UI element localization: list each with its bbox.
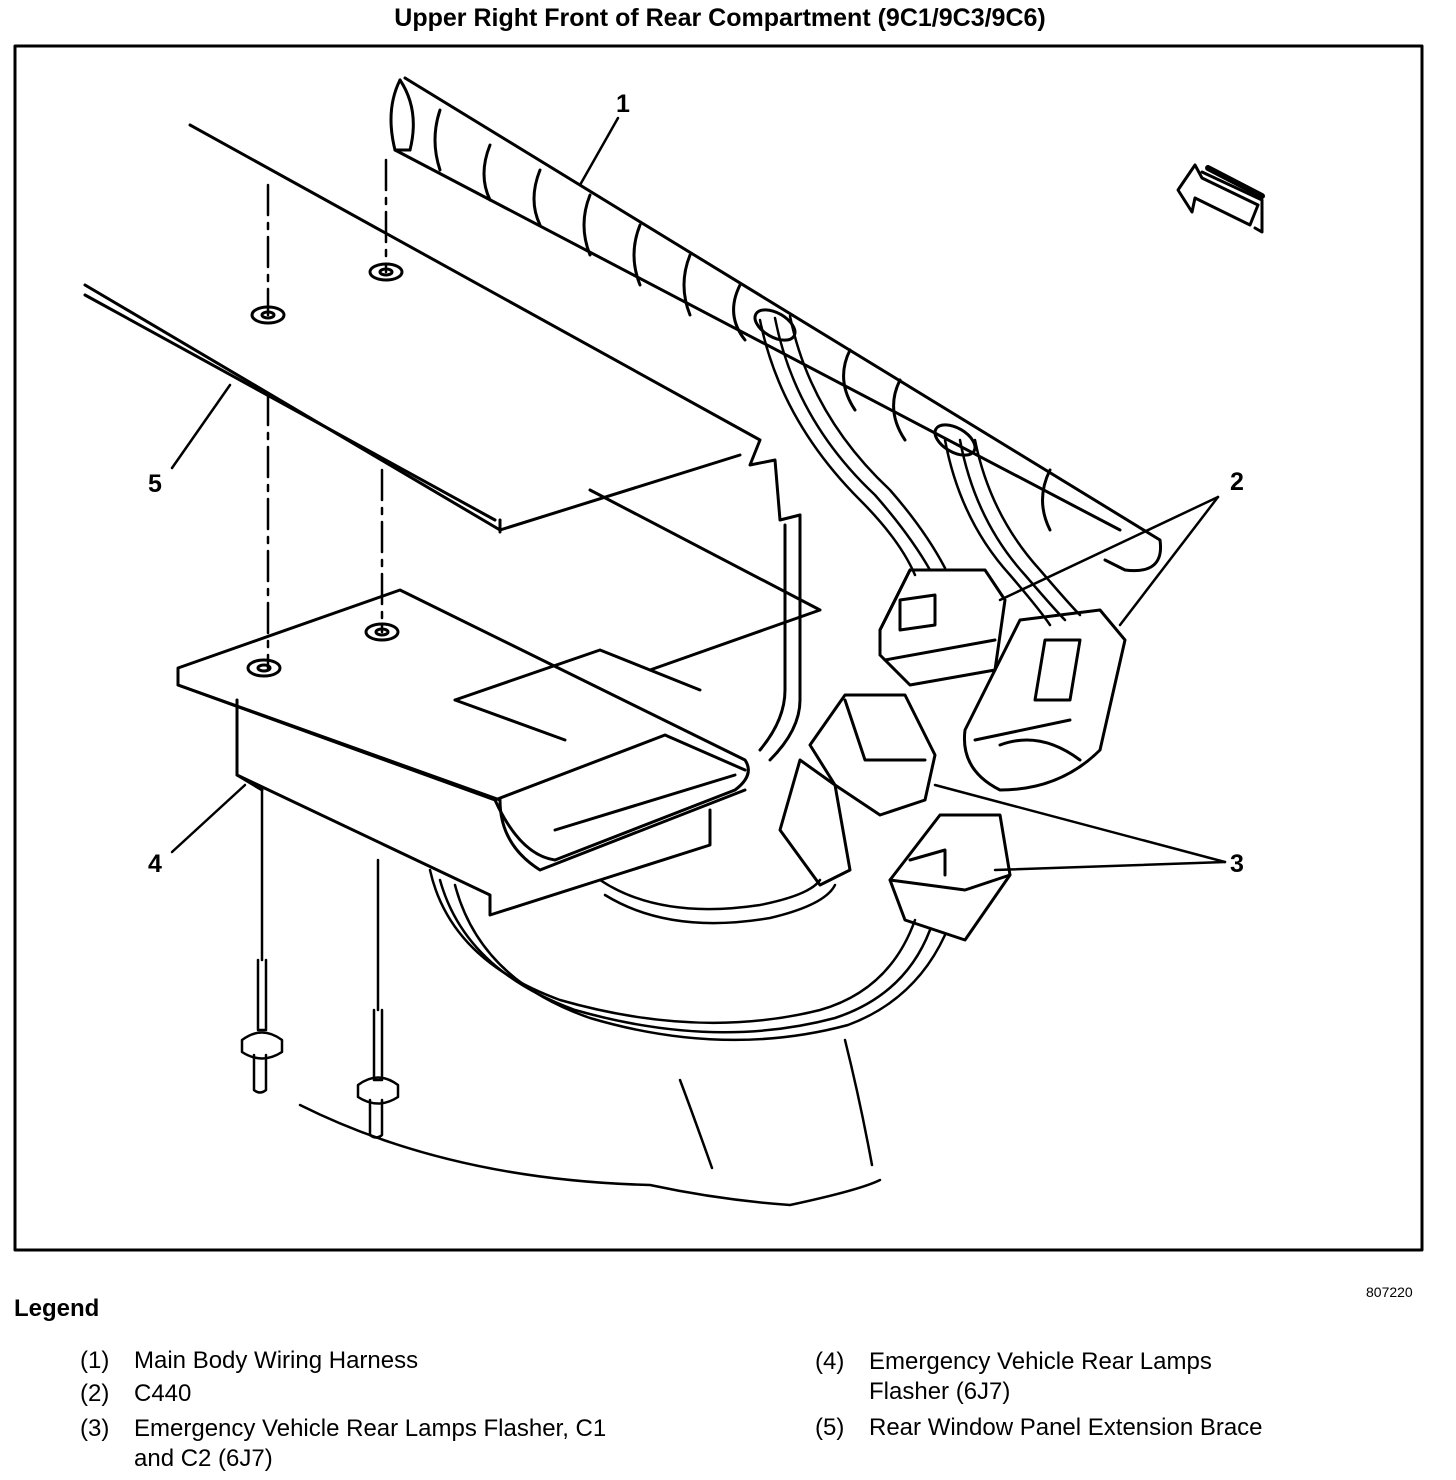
wiring-diagram: 1 2 3 4 5 (13, 44, 1424, 1252)
legend-item-2: (2) C440 (80, 1379, 720, 1409)
legend-item-text: Main Body Wiring Harness (134, 1347, 419, 1374)
legend-item-text: Emergency Vehicle Rear Lamps (869, 1348, 1212, 1375)
rear-window-panel-extension-brace (83, 123, 822, 762)
emergency-vehicle-rear-lamps-flasher (176, 588, 750, 917)
legend-item-text-line2: and C2 (6J7) (134, 1445, 273, 1472)
legend-item-1: (1) Main Body Wiring Harness (80, 1346, 720, 1376)
figure-id: 807220 (1366, 1284, 1413, 1300)
body-panel-outline (298, 1038, 882, 1207)
legend-item-number: (2) (80, 1380, 110, 1407)
callout-1: 1 (616, 90, 630, 118)
callout-5: 5 (148, 470, 162, 498)
legend-item-text: C440 (134, 1380, 192, 1407)
callout-3: 3 (1230, 850, 1244, 878)
legend-item-number: (4) (815, 1348, 845, 1375)
legend-item-text: Emergency Vehicle Rear Lamps Flasher, C1 (134, 1415, 607, 1442)
legend-item-3: (3) Emergency Vehicle Rear Lamps Flasher… (80, 1414, 720, 1476)
legend-item-text: Rear Window Panel Extension Brace (869, 1414, 1263, 1441)
legend-item-5: (5) Rear Window Panel Extension Brace (815, 1413, 1435, 1443)
callout-4: 4 (148, 850, 162, 878)
diagram-frame (13, 44, 1424, 1252)
legend-item-number: (1) (80, 1347, 110, 1374)
legend-item-number: (5) (815, 1414, 845, 1441)
legend-heading: Legend (14, 1295, 100, 1322)
direction-arrow-icon (1176, 163, 1265, 234)
alignment-lines (266, 158, 388, 670)
legend-item-number: (3) (80, 1415, 110, 1442)
callout-2: 2 (1230, 468, 1244, 496)
legend-item-4: (4) Emergency Vehicle Rear Lamps Flasher… (815, 1347, 1435, 1409)
connector-wires (428, 314, 1082, 1042)
push-pin-fasteners (240, 788, 400, 1139)
callout-leader-lines (170, 116, 1227, 872)
c440-connectors (878, 568, 1127, 792)
diagram-title: Upper Right Front of Rear Compartment (9… (394, 4, 1046, 32)
legend-item-text-line2: Flasher (6J7) (869, 1378, 1011, 1405)
flasher-c1-c2-connectors (778, 693, 1012, 942)
